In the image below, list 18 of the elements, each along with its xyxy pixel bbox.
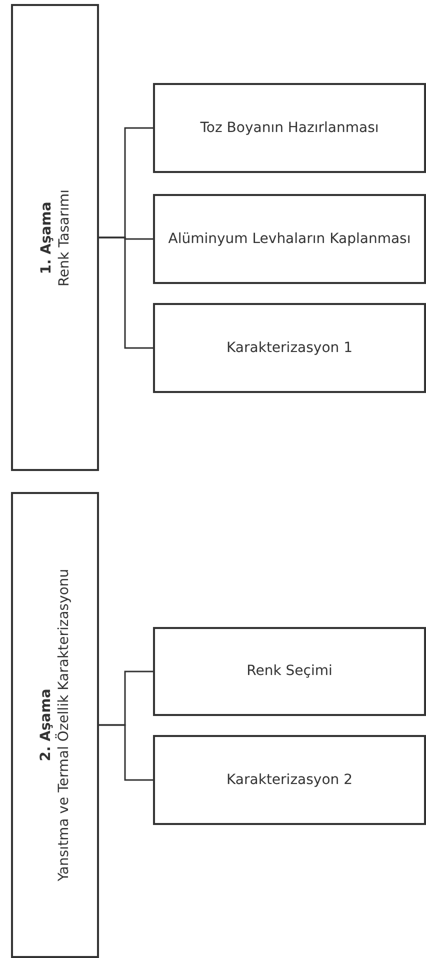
stage-title: Renk Tasarımı (55, 189, 73, 286)
step-box (153, 627, 426, 716)
stage-box (11, 492, 99, 958)
step-label: Alüminyum Levhaların Kaplanması (167, 230, 412, 248)
step-label: Renk Seçimi (246, 662, 334, 681)
stage-title: Yansıtma ve Termal Özellik Karakterizasyonu (55, 568, 73, 882)
step-box (153, 194, 426, 284)
connector-line (99, 724, 153, 781)
step-label: Toz Boyanın Hazırlanması (199, 118, 380, 138)
step-label: Karakterizasyon 2 (225, 770, 354, 790)
connector-line (99, 236, 153, 349)
step-box (153, 83, 426, 173)
step-box (153, 303, 426, 393)
stage-heading: 2. Aşama (36, 688, 55, 762)
stage-box (11, 4, 99, 471)
step-label: Karakterizasyon 1 (225, 338, 354, 358)
stage-heading: 1. Aşama (36, 201, 55, 274)
step-box (153, 735, 426, 825)
